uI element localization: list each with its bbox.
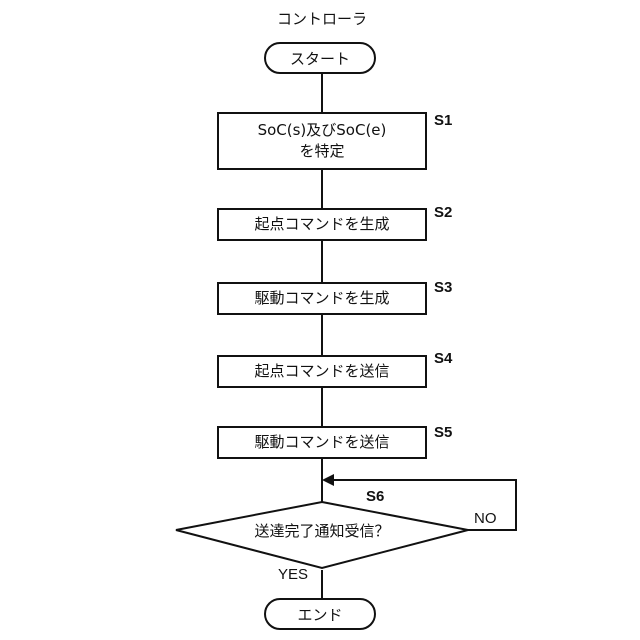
decision-yes-label: YES [278,566,308,583]
end-terminal: エンド [264,598,376,630]
step-s3-box: 駆動コマンドを生成 [217,282,427,315]
step-s5-box: 駆動コマンドを送信 [217,426,427,459]
step-s1-line1: SoC(s)及びSoC(e) [258,120,387,141]
decision-no-label: NO [474,510,497,527]
start-terminal: スタート [264,42,376,74]
start-label: スタート [290,48,350,69]
step-s5-id: S5 [434,424,452,441]
step-s2-box: 起点コマンドを生成 [217,208,427,241]
diagram-title: コントローラ [277,8,367,29]
step-s6-id: S6 [366,488,384,505]
step-s1-line2: を特定 [299,141,344,162]
end-label: エンド [297,604,342,625]
step-s1-id: S1 [434,112,452,129]
step-s4-id: S4 [434,350,452,367]
step-s5-text: 駆動コマンドを送信 [254,432,389,453]
step-s3-text: 駆動コマンドを生成 [254,288,389,309]
step-s4-text: 起点コマンドを送信 [254,361,389,382]
decision-text: 送達完了通知受信？ [254,520,389,541]
step-s2-text: 起点コマンドを生成 [254,214,389,235]
step-s2-id: S2 [434,204,452,221]
loop-arrowhead [322,474,334,486]
step-s1-box: SoC(s)及びSoC(e) を特定 [217,112,427,170]
step-s4-box: 起点コマンドを送信 [217,355,427,388]
step-s3-id: S3 [434,279,452,296]
